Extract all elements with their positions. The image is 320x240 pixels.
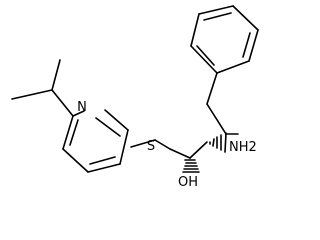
phenyl-ring [190,5,259,74]
pyridine-ring [11,59,129,173]
hashed-wedge-amino [209,132,227,153]
amino-label: NH2 [229,140,257,155]
carbon-chain [130,72,239,173]
sulfur-label: S [147,139,155,154]
nitrogen-label: N [77,100,87,115]
molecule-structure: N S NH2 OH [11,5,259,190]
hydroxyl-label: OH [178,175,198,190]
hashed-wedge-hydroxyl [182,159,200,173]
